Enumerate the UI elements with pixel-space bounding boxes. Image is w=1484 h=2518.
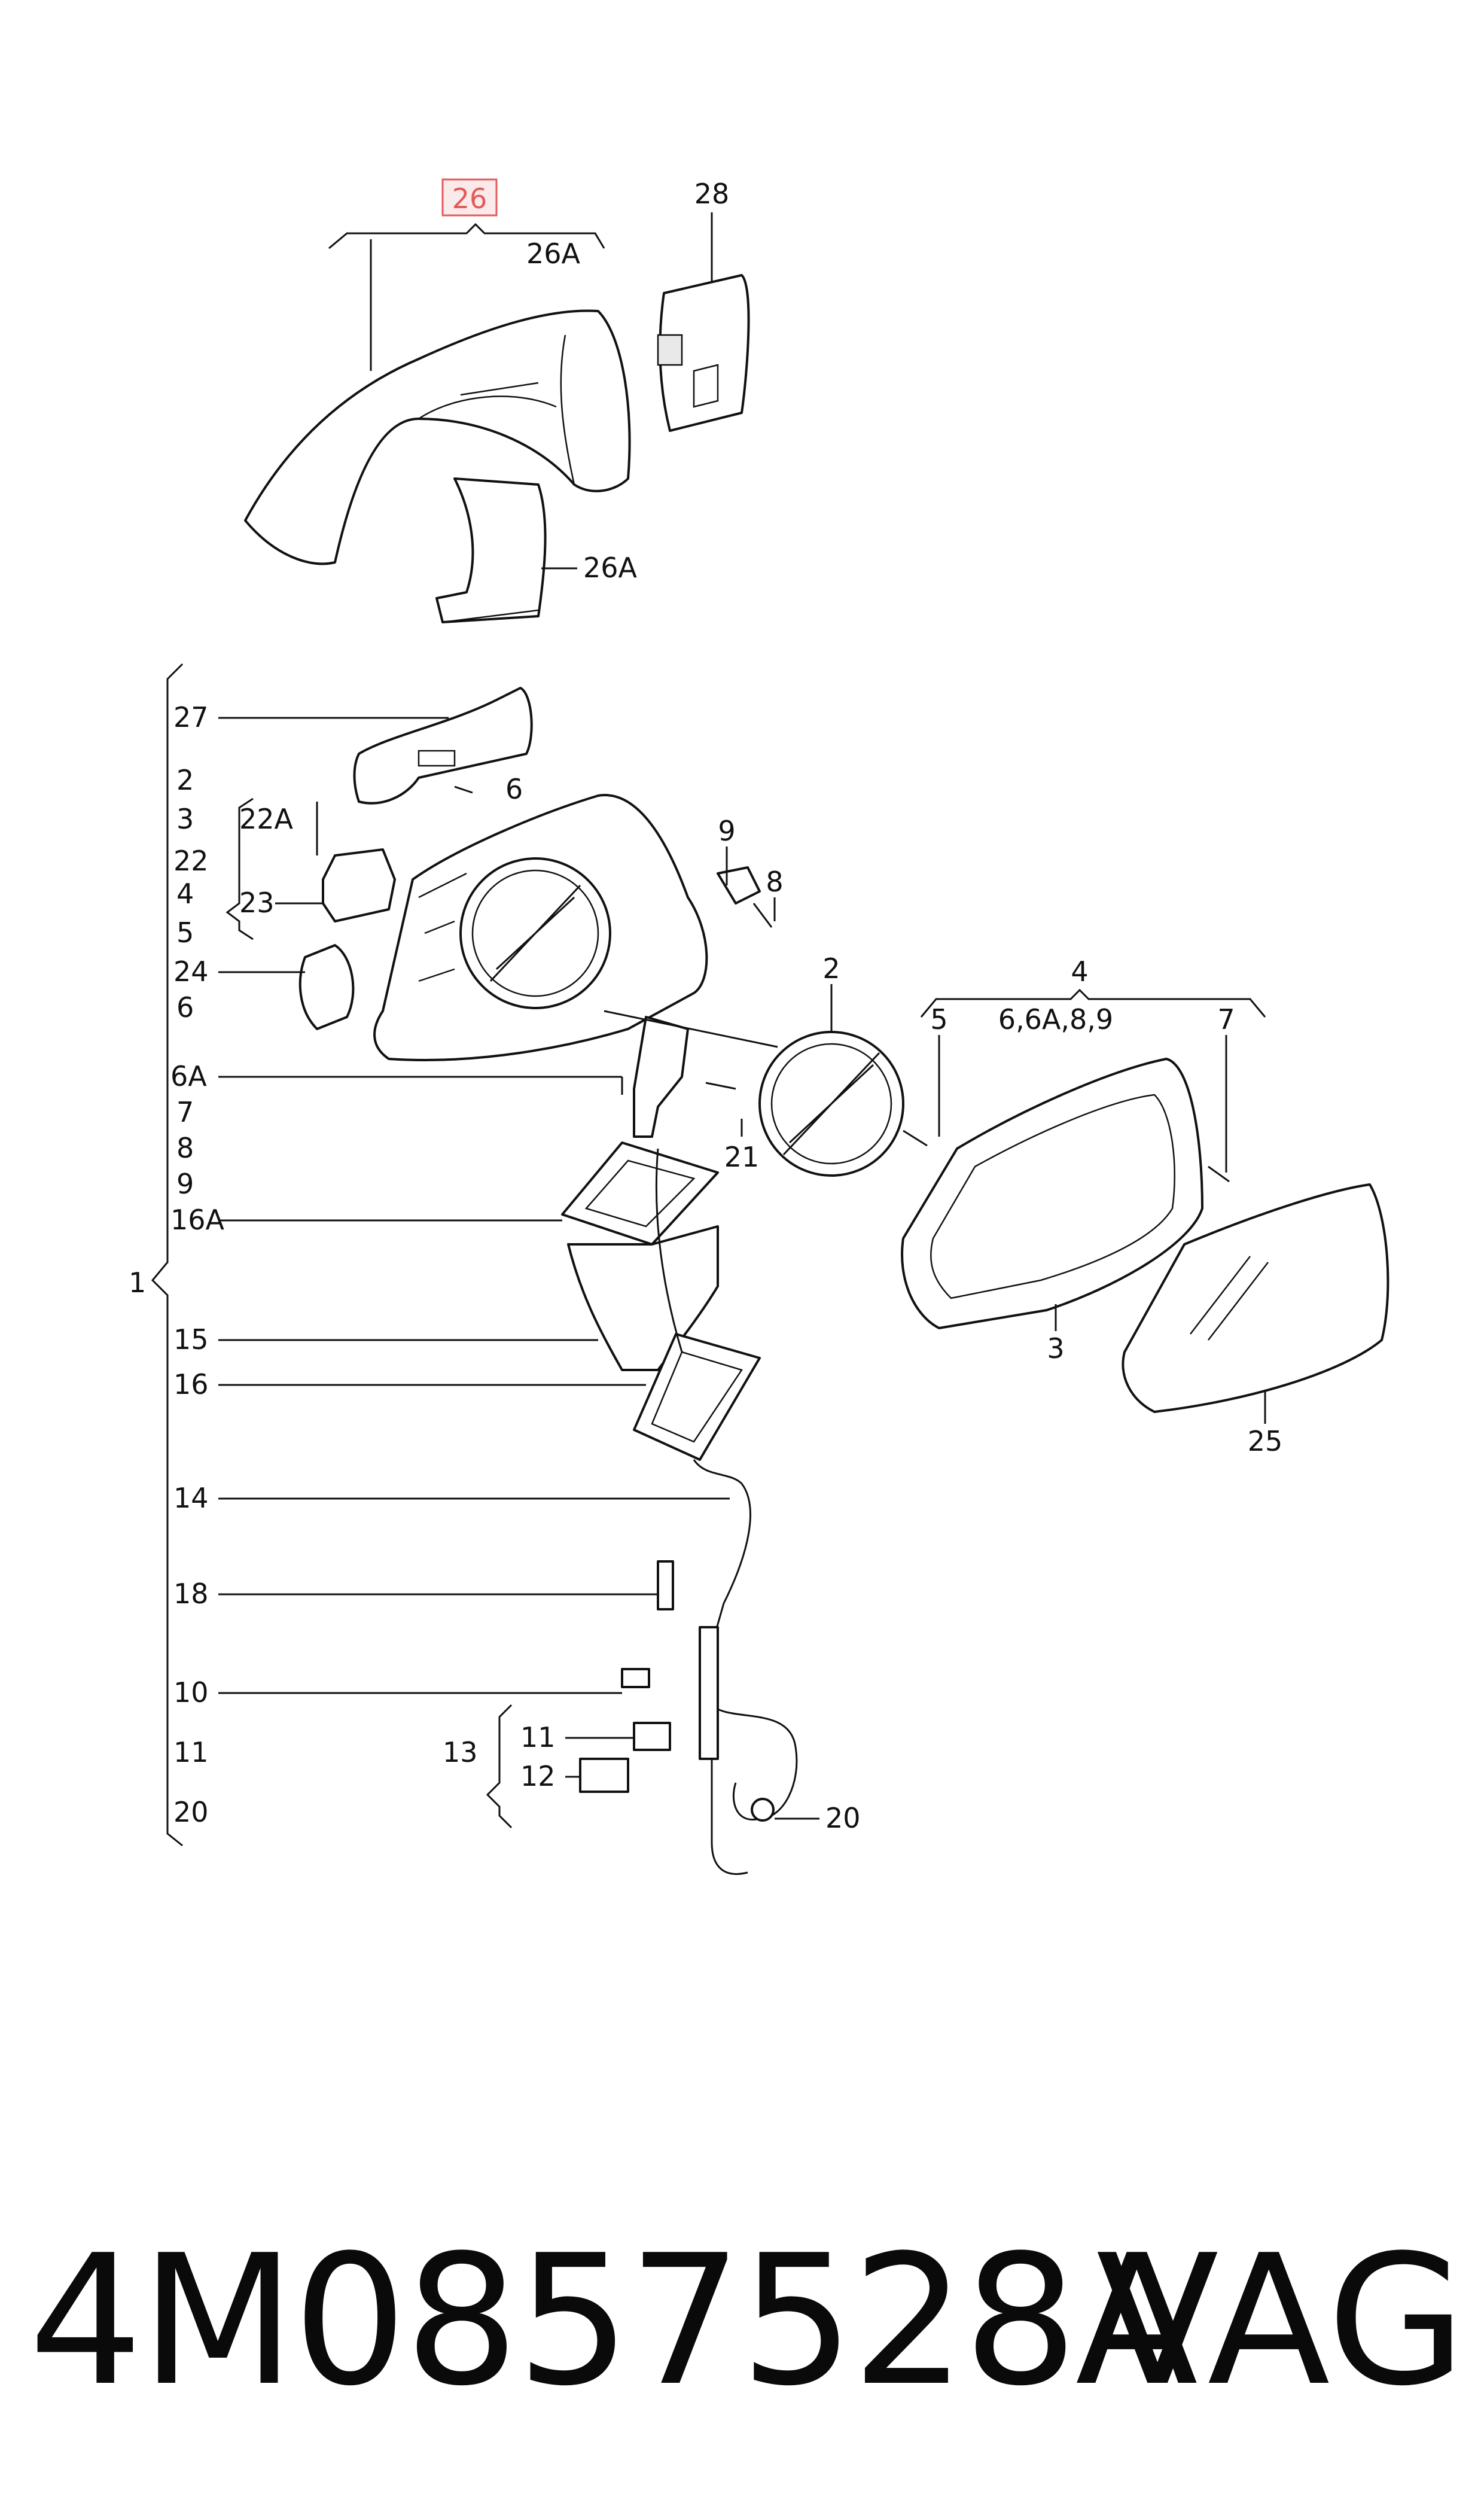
callout-7-left: 7: [176, 1096, 194, 1128]
connector-part-10: [621, 1668, 650, 1688]
callout-9-right: 9: [718, 815, 735, 847]
screws: [316, 785, 1230, 1183]
callout-6A: 6A: [170, 1060, 207, 1092]
callout-9-left: 9: [176, 1168, 194, 1200]
callout-11-group: 11: [520, 1721, 556, 1753]
bracket-part-27: [353, 687, 533, 805]
gasket-part-16A: [561, 1141, 719, 1246]
callout-26: 26: [452, 182, 487, 215]
mirror-housing-assembly: [373, 794, 708, 1138]
connector-part-11: [633, 1722, 671, 1751]
callout-7-right: 7: [1217, 1003, 1235, 1036]
grommet-part-20: [751, 1798, 775, 1822]
mirror-glass-part-25: [1122, 1183, 1389, 1413]
exploded-parts-diagram: 26 26A 28 26A 27 6 2 3 22A 22 4 23 5 24 …: [129, 178, 1389, 1875]
callout-3-right: 3: [1047, 1332, 1064, 1365]
connector-part-12: [579, 1758, 629, 1793]
glass-housing-part-3: [901, 1058, 1203, 1329]
callout-24: 24: [173, 955, 209, 988]
actuator-part-24: [298, 944, 355, 1030]
callout-5-left: 5: [176, 917, 194, 949]
glass-carrier-part-2: [758, 1031, 904, 1177]
callout-6-screw: 6: [505, 773, 523, 805]
mirror-cap-trim-part-26A: [435, 477, 547, 623]
highlight-box-26: [441, 178, 498, 217]
callout-8-left: 8: [176, 1132, 194, 1164]
callout-2-right: 2: [822, 952, 840, 985]
callout-22: 22: [173, 845, 209, 877]
gasket-part-16: [633, 1333, 761, 1461]
callout-4-left: 4: [176, 878, 194, 910]
callout-15: 15: [173, 1323, 209, 1356]
callout-20-left: 20: [173, 1796, 209, 1828]
callout-13: 13: [443, 1736, 478, 1768]
callout-20-right: 20: [825, 1802, 861, 1834]
callout-labels: 26 26A 28 26A 27 6 2 3 22A 22 4 23 5 24 …: [129, 178, 1282, 1834]
callout-21: 21: [724, 1141, 760, 1173]
part-number: 4M0857528A: [29, 2216, 1198, 2425]
callout-1: 1: [129, 1266, 146, 1299]
callout-26A-top: 26A: [526, 238, 581, 270]
callout-27: 27: [173, 701, 209, 733]
callout-8-right: 8: [766, 866, 783, 898]
callout-26A-side: 26A: [583, 552, 638, 584]
callout-16: 16: [173, 1368, 209, 1400]
callout-12: 12: [520, 1760, 556, 1792]
callout-10: 10: [173, 1676, 209, 1709]
turn-signal-part-28: [657, 274, 750, 432]
callout-23: 23: [239, 887, 275, 919]
callout-22A: 22A: [239, 803, 294, 835]
mirror-cap-part-26: [244, 309, 631, 565]
callout-4-right: 4: [1071, 955, 1088, 988]
callout-11-left: 11: [173, 1736, 209, 1768]
leader-lines: [151, 212, 1266, 1847]
callout-5-right: 5: [930, 1003, 947, 1036]
brand-label: VAG: [1096, 2216, 1466, 2425]
sleeve-part-14: [699, 1626, 719, 1760]
callout-2-left: 2: [176, 764, 194, 796]
callout-25: 25: [1248, 1425, 1283, 1457]
callout-3-left: 3: [176, 803, 194, 835]
clip-part-9: [717, 866, 761, 905]
callout-18: 18: [173, 1578, 209, 1610]
callout-14: 14: [173, 1482, 209, 1514]
adjustment-motor-part-23: [322, 848, 396, 922]
callout-6-group: 6,6A,8,9: [998, 1003, 1113, 1036]
cover-part-15: [567, 1225, 719, 1371]
callout-28: 28: [694, 178, 730, 210]
clip-part-18: [657, 1560, 674, 1610]
callout-16A: 16A: [170, 1204, 225, 1236]
callout-6-left: 6: [176, 991, 194, 1024]
